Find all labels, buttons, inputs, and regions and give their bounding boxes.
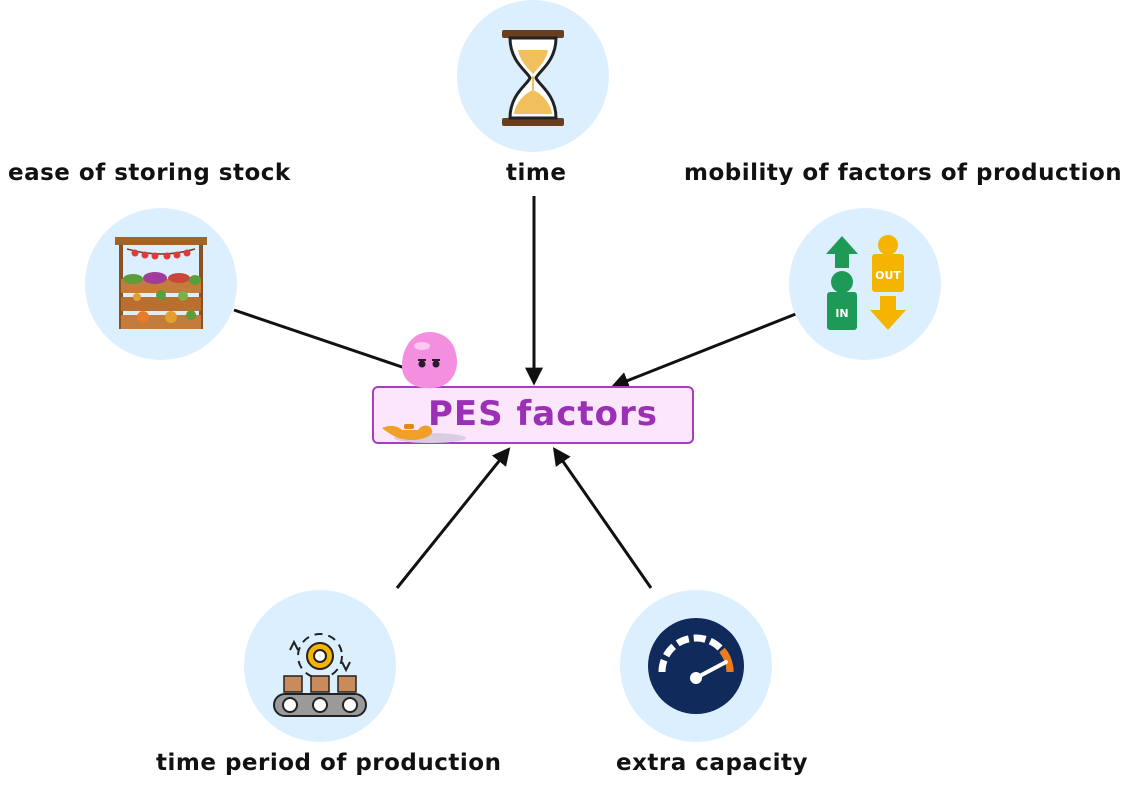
arrow-period [395,447,511,589]
ease-of-storing-stock-label: ease of storing stock [8,160,291,186]
time-label: time [506,160,567,186]
speedometer-icon [648,618,744,714]
center-title: PES factors [428,394,658,434]
svg-text:OUT: OUT [875,269,901,282]
extra-capacity-label: extra capacity [616,750,808,776]
in-out-figures-icon: IN OUT [826,235,906,330]
pink-blob-mascot-icon [402,332,458,389]
mobility-label: mobility of factors of production [684,160,1121,186]
conveyor-gear-icon [273,633,367,717]
hourglass-icon [502,30,564,126]
genie-lamp-icon [382,424,466,443]
arrow-mobility [610,300,827,390]
arrow-capacity [552,447,653,589]
pes-factors-box: PES factors [372,386,694,444]
connector-ease [233,308,406,370]
time-period-label: time period of production [156,750,502,776]
svg-text:IN: IN [835,307,848,320]
mobility-circle [789,208,941,360]
market-stall-icon [115,237,207,329]
